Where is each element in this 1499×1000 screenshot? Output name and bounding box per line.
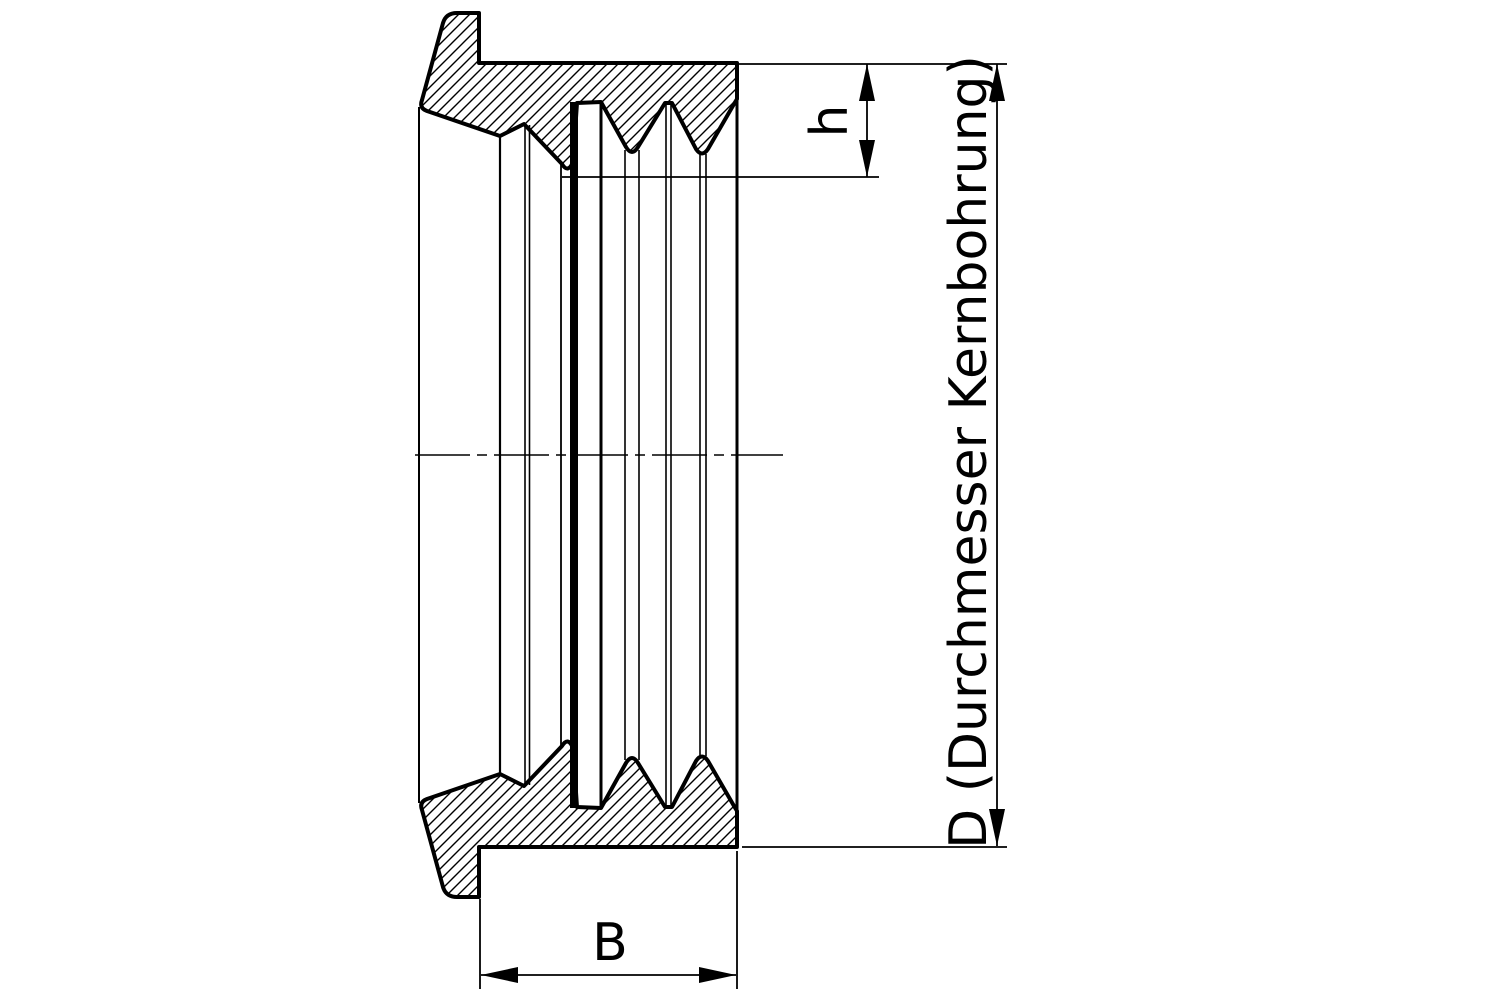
dimension-d-label: D (Durchmesser Kernbohrung) [939, 55, 999, 849]
part-bottom-section [419, 739, 739, 899]
b-arrow-right-icon [699, 967, 736, 983]
part-top-section [419, 11, 739, 171]
dimension-h: h [562, 63, 1007, 178]
h-arrow-down-icon [859, 140, 875, 177]
part-cross-section [415, 11, 783, 899]
d-arrow-down-icon [989, 809, 1005, 846]
d-arrow-up-icon [989, 64, 1005, 101]
dimension-b: B [479, 851, 738, 989]
dimension-h-label: h [800, 105, 860, 138]
dimension-b-label: B [592, 913, 628, 973]
b-arrow-left-icon [481, 967, 518, 983]
dimension-d: D (Durchmesser Kernbohrung) [742, 55, 1007, 849]
h-arrow-up-icon [859, 64, 875, 101]
